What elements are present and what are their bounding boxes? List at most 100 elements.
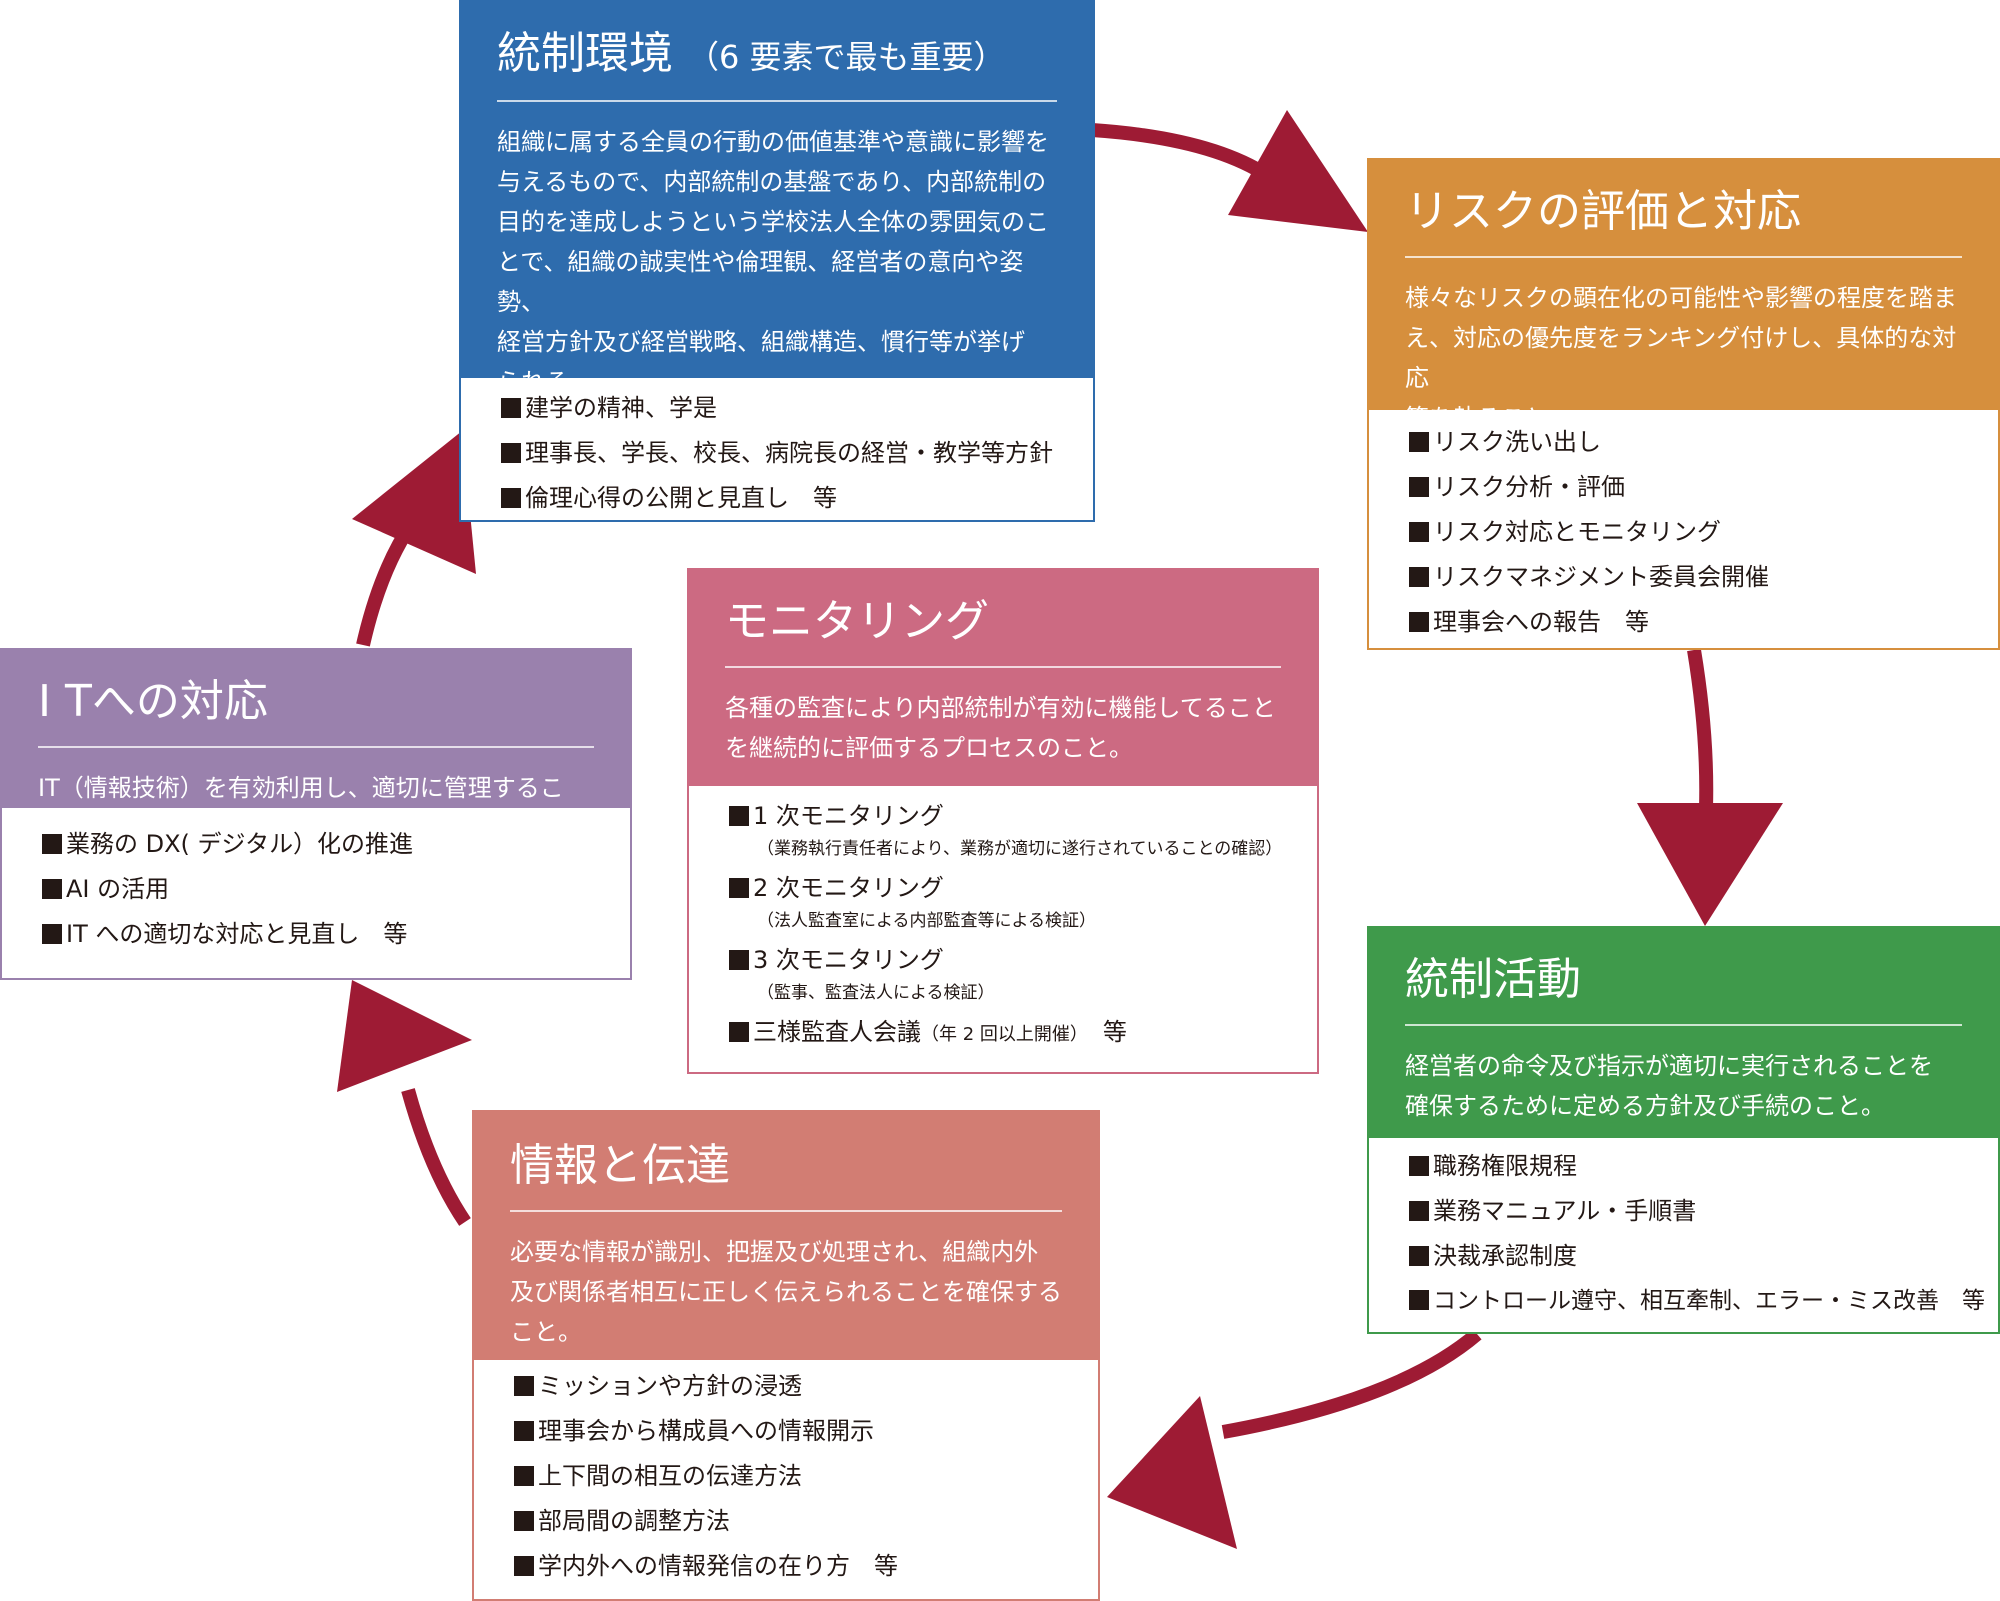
control-environment-title-text: 統制環境 (497, 28, 673, 79)
bullet-square-icon (1409, 477, 1429, 497)
list-item: コントロール遵守、相互牽制、エラー・ミス改善 等 (1409, 1279, 1985, 1324)
arrow-it-to-env (352, 431, 476, 647)
list-item: 業務の DX( デジタル）化の推進 (42, 822, 590, 867)
control-activities-header: 統制活動 経営者の命令及び指示が適切に実行されることを 確保するために定める方針… (1369, 928, 1998, 1138)
bullet-square-icon (501, 443, 521, 463)
bullet-square-icon (729, 950, 749, 970)
bullet-square-icon (42, 924, 62, 944)
control-activities-list: 職務権限規程 業務マニュアル・手順書 決裁承認制度 コントロール遵守、相互牽制、… (1369, 1138, 1998, 1334)
list-item-text: 上下間の相互の伝達方法 (538, 1462, 802, 1490)
list-item: 建学の精神、学是 (501, 386, 1053, 431)
list-item-text: リスク対応とモニタリング (1433, 518, 1721, 546)
list-item: リスク洗い出し (1409, 420, 1958, 465)
list-item: 職務権限規程 (1409, 1144, 1958, 1189)
information-communication-header: 情報と伝達 必要な情報が識別、把握及び処理され、組織内外 及び関係者相互に正しく… (474, 1112, 1098, 1360)
bullet-square-icon (514, 1421, 534, 1441)
bullet-square-icon (729, 878, 749, 898)
list-item-text: 理事会への報告 等 (1433, 608, 1649, 636)
arrow-risk-to-control-shaft (1687, 648, 1714, 809)
list-item: 倫理心得の公開と見直し 等 (501, 476, 1053, 521)
list-item-note: （法人監査室による内部監査等による検証） (757, 911, 1096, 931)
list-item: 2 次モニタリング （法人監査室による内部監査等による検証） (729, 870, 1277, 936)
bullet-square-icon (729, 1022, 749, 1042)
list-item: リスクマネジメント委員会開催 (1409, 555, 1958, 600)
control-activities-card: 統制活動 経営者の命令及び指示が適切に実行されることを 確保するために定める方針… (1367, 926, 2000, 1334)
it-response-card: I Tへの対応 IT（情報技術）を有効利用し、適切に管理すること。 業務の DX… (0, 648, 632, 980)
list-item-text: 学内外への情報発信の在り方 等 (538, 1552, 898, 1580)
list-item: リスク分析・評価 (1409, 465, 1958, 510)
list-item-text: 業務マニュアル・手順書 (1433, 1197, 1697, 1225)
arrow-info-to-it-shaft (401, 1088, 471, 1226)
list-item-text: リスク洗い出し (1433, 428, 1601, 456)
list-item: 1 次モニタリング （業務執行責任者により、業務が適切に遂行されていることの確認… (729, 798, 1283, 864)
list-item-text: 理事会から構成員への情報開示 (538, 1417, 874, 1445)
information-communication-list: ミッションや方針の浸透 理事会から構成員への情報開示 上下間の相互の伝達方法 部… (474, 1360, 1098, 1599)
list-item-tail: 等 (1078, 1018, 1127, 1046)
arrow-env-to-risk-head (1228, 110, 1368, 232)
information-communication-card: 情報と伝達 必要な情報が識別、把握及び処理され、組織内外 及び関係者相互に正しく… (472, 1110, 1100, 1601)
list-item-text: 理事長、学長、校長、病院長の経営・教学等方針 (525, 439, 1053, 467)
list-item-text: リスクマネジメント委員会開催 (1433, 563, 1769, 591)
bullet-square-icon (1409, 1201, 1429, 1221)
list-item: IT への適切な対応と見直し 等 (42, 912, 590, 957)
arrow-env-to-risk (1091, 110, 1368, 232)
arrow-info-to-it-head (337, 980, 472, 1092)
list-item: 学内外への情報発信の在り方 等 (514, 1544, 1058, 1589)
list-item-text: 部局間の調整方法 (538, 1507, 730, 1535)
list-item-main: 三様監査人会議（年 2 回以上開催） 等 (729, 1014, 1277, 1053)
control-environment-description: 組織に属する全員の行動の価値基準や意識に影響を 与えるもので、内部統制の基盤であ… (497, 128, 1049, 396)
risk-assessment-title: リスクの評価と対応 (1405, 186, 1801, 237)
control-environment-list: 建学の精神、学是 理事長、学長、校長、病院長の経営・教学等方針 倫理心得の公開と… (461, 378, 1093, 531)
it-response-title: I Tへの対応 (38, 676, 268, 727)
bullet-square-icon (514, 1556, 534, 1576)
list-item-main: 1 次モニタリング (729, 798, 1277, 834)
it-response-divider (38, 746, 594, 748)
arrow-env-to-risk-shaft (1091, 123, 1272, 182)
control-environment-header: 統制環境 （6 要素で最も重要） 組織に属する全員の行動の価値基準や意識に影響を… (461, 2, 1093, 396)
list-item-small-note: （年 2 回以上開催） (921, 1024, 1079, 1045)
list-item-text: AI の活用 (66, 875, 170, 903)
list-item: 三様監査人会議（年 2 回以上開催） 等 (729, 1014, 1277, 1053)
bullet-square-icon (42, 834, 62, 854)
bullet-square-icon (1409, 1246, 1429, 1266)
bullet-square-icon (1409, 567, 1429, 587)
list-item: 部局間の調整方法 (514, 1499, 1058, 1544)
control-environment-title: 統制環境 （6 要素で最も重要） (497, 32, 1057, 76)
bullet-square-icon (1409, 1156, 1429, 1176)
bullet-square-icon (1409, 432, 1429, 452)
list-item-text: コントロール遵守、相互牽制、エラー・ミス改善 等 (1433, 1288, 1985, 1314)
list-item-text: 職務権限規程 (1433, 1152, 1577, 1180)
bullet-square-icon (514, 1511, 534, 1531)
bullet-square-icon (501, 488, 521, 508)
arrow-it-to-env-head (352, 431, 476, 574)
list-item-text: 1 次モニタリング (753, 802, 944, 830)
bullet-square-icon (514, 1376, 534, 1396)
list-item-note: （監事、監査法人による検証） (757, 983, 995, 1003)
risk-assessment-divider (1405, 256, 1962, 258)
bullet-square-icon (42, 879, 62, 899)
information-communication-divider (510, 1210, 1062, 1212)
arrow-control-to-info (1107, 1328, 1482, 1549)
list-item: 理事長、学長、校長、病院長の経営・教学等方針 (501, 431, 1053, 476)
control-environment-divider (497, 100, 1057, 102)
list-item-text: 2 次モニタリング (753, 874, 944, 902)
list-item-text: 三様監査人会議 (753, 1018, 921, 1046)
list-item-text: 3 次モニタリング (753, 946, 944, 974)
monitoring-header: モニタリング 各種の監査により内部統制が有効に機能してること を継続的に評価する… (689, 570, 1317, 786)
arrow-control-to-info-shaft (1221, 1328, 1482, 1439)
bullet-square-icon (1409, 522, 1429, 542)
arrow-info-to-it (337, 980, 472, 1226)
list-item: 理事会への報告 等 (1409, 600, 1958, 645)
list-item-text: 業務の DX( デジタル）化の推進 (66, 830, 414, 858)
list-item: AI の活用 (42, 867, 590, 912)
arrow-control-to-info-head (1107, 1396, 1237, 1549)
risk-assessment-card: リスクの評価と対応 様々なリスクの顕在化の可能性や影響の程度を踏ま え、対応の優… (1367, 158, 2000, 650)
list-item: 業務マニュアル・手順書 (1409, 1189, 1958, 1234)
it-response-description: IT（情報技術）を有効利用し、適切に管理すること。 (38, 774, 564, 842)
arrow-risk-to-control (1637, 648, 1783, 926)
bullet-square-icon (729, 806, 749, 826)
list-item-note: （業務執行責任者により、業務が適切に遂行されていることの確認） (757, 839, 1283, 859)
risk-assessment-description: 様々なリスクの顕在化の可能性や影響の程度を踏ま え、対応の優先度をランキング付け… (1405, 284, 1957, 432)
list-item-text: 決裁承認制度 (1433, 1242, 1577, 1270)
